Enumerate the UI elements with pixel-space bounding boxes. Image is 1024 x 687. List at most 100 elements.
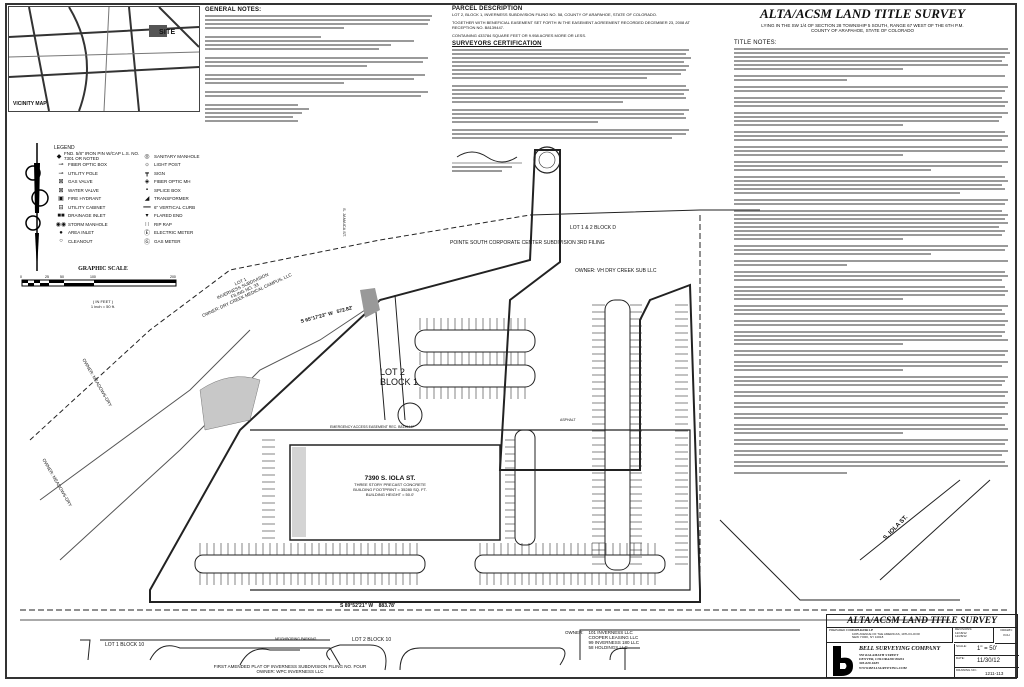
scale-tick-200: 200: [170, 275, 176, 279]
legend-item: ┳SIGN: [140, 169, 210, 178]
owners-block: OWNER: 101 INVERNESS LLC COOPER LEASING …: [565, 630, 639, 650]
legend-label: FIBER OPTIC BOX: [68, 162, 108, 168]
sheet-subtitle-2: COUNTY OF ARAPAHOE, STATE OF COLORADO: [811, 28, 914, 33]
legend-label: SANITARY MANHOLE: [154, 153, 200, 159]
vicinity-map-drawing: [9, 7, 199, 111]
date-label: DATE:: [956, 656, 965, 660]
sheet-title: ALTA/ACSM LAND TITLE SURVEY LYING IN THE…: [705, 6, 1020, 33]
legend-item: ⊸ UTILITY POLE: [54, 169, 144, 178]
utility-pole-icon: ⊸: [58, 170, 64, 177]
company-info: BELL SURVEYING COMPANY 550 KALAMATH STRE…: [859, 646, 940, 670]
emergency-easement-label: EMERGENCY ACCESS EASEMENT REC. B8139447: [330, 425, 415, 429]
legend-label: SIGN: [154, 170, 166, 176]
legend-item: ■■DRAINAGE INLET: [54, 212, 144, 221]
legend-label: UTILITY POLE: [68, 170, 98, 176]
vertical-curb-icon: ━━: [143, 204, 151, 211]
drawing-no-label: DRAWING NO.:: [956, 668, 978, 672]
drawn-label: DRAWN:: [1000, 628, 1013, 632]
parcel-line-2: TOGETHER WITH BENEFICIAL EASEMENT SET FO…: [452, 20, 690, 30]
gas-meter-icon: Ⓖ: [143, 239, 150, 246]
revisions: REVISIONS: 12/18/12 12/28/12: [954, 627, 994, 643]
block-1-label: BLOCK 1: [380, 377, 419, 387]
drawn-value: KCH: [1003, 633, 1010, 637]
sanitary-manhole-icon: ◎: [144, 153, 150, 160]
date-cell: DATE: 11/30/12: [954, 656, 1019, 668]
legend-item: ◉◉STORM MANHOLE: [54, 220, 144, 229]
fiber-optic-mh-icon: ◈: [144, 179, 150, 186]
graphic-scale-units: ( IN FEET ): [92, 299, 114, 304]
parcel-line-1: LOT 2, BLOCK 1, INVERNESS SUBDIVISION FI…: [452, 12, 658, 17]
legend-item: ⊠WATER VALVE: [54, 186, 144, 195]
owner-wpc-text: OWNER: WPC INVERNESS LLC: [256, 669, 324, 674]
area-inlet-icon: ●: [59, 229, 63, 236]
legend-left-column: ◆FND. 5/8" IRON PIN W/CAP L.S. NO. 7301 …: [54, 151, 144, 246]
vicinity-map-label: VICINITY MAP: [13, 101, 47, 107]
owner-2: COOPER LEASING LLC: [588, 635, 639, 640]
scale-tick-25: 25: [45, 275, 49, 279]
title-notes-body: [734, 48, 1016, 474]
general-notes: GENERAL NOTES:: [205, 7, 437, 124]
legend-label: FIRE HYDRANT: [68, 196, 102, 202]
gas-valve-icon: ⊠: [58, 179, 64, 186]
legend: LEGEND ◆FND. 5/8" IRON PIN W/CAP L.S. NO…: [12, 143, 202, 303]
owner-4: 58 HOLDINGS LLC: [588, 645, 628, 650]
cleanout-icon: ○: [59, 238, 63, 245]
legend-label: UTILITY CABINET: [68, 204, 106, 210]
flared-end-icon: ▾: [145, 213, 149, 220]
legend-label: AREA INLET: [68, 230, 95, 236]
fiber-optic-box-icon: ⊸: [58, 162, 64, 169]
legend-right-column: ◎SANITARY MANHOLE☼LIGHT POST┳SIGN◈FIBER …: [140, 152, 210, 246]
parcel-line-3: CONTAINING 433784 SQUARE FEET OR 9.958 A…: [452, 33, 587, 38]
sheet-title-text: ALTA/ACSM LAND TITLE SURVEY: [759, 6, 966, 21]
legend-label: FND. 5/8" IRON PIN W/CAP L.S. NO. 7301 O…: [64, 151, 140, 162]
building-desc-3: BUILDING HEIGHT = 50.0': [365, 492, 415, 497]
scale-value: 1" = 50': [977, 646, 998, 652]
legend-label: DRAINAGE INLET: [68, 213, 106, 219]
date-value: 11/30/12: [977, 658, 1000, 664]
scale-tick-0: 0: [20, 275, 22, 279]
legend-heading: LEGEND: [54, 145, 75, 151]
light-post-icon: ☼: [144, 161, 150, 168]
first-amended-plat-text: FIRST AMENDED PLAT OF INVERNESS SUBDIVIS…: [213, 664, 367, 669]
prepared-for-label: PREPARED FOR:: [829, 628, 854, 632]
neighboring-parking: NEIGHBORING PARKING: [275, 637, 317, 641]
drawn-by: DRAWN: KCH: [995, 628, 1018, 644]
splice-box-icon: ▪: [145, 187, 149, 194]
rip-rap-icon: ∷: [145, 221, 149, 228]
first-amended-plat: FIRST AMENDED PLAT OF INVERNESS SUBDIVIS…: [190, 664, 390, 674]
building-label: 7390 S. IOLA ST. THREE STORY PRECAST CON…: [300, 475, 480, 497]
legend-item: ◢TRANSFORMER: [140, 195, 210, 204]
surveyor-seal: [452, 146, 561, 174]
sheet-subtitle-1: LYING IN THE SW 1/4 OF SECTION 28 TOWNSH…: [761, 23, 964, 28]
client-address-2: NEW YORK, NY 10018: [852, 635, 884, 639]
legend-label: STORM MANHOLE: [68, 221, 108, 227]
lot-2-block-1-label: LOT 2 BLOCK 1: [380, 367, 418, 387]
graphic-scale-bar: 0 25 50 100 200: [20, 275, 177, 287]
title-block: ALTA/ACSM LAND TITLE SURVEY PREPARED FOR…: [826, 614, 1019, 678]
water-valve-icon: ⊠: [58, 187, 64, 194]
graphic-scale-ratio: 1 inch = 50 ft.: [90, 304, 116, 309]
legend-label: ELECTRIC METER: [154, 230, 194, 236]
bell-surveying-logo: [833, 646, 853, 676]
revision-2: 12/28/12: [955, 634, 967, 638]
company-web: WWW.BELLSURVEYING.COM: [859, 665, 907, 670]
legend-item: ⊟ UTILITY CABINET: [54, 203, 144, 212]
prepared-for: PREPARED FOR: CAPLEASE LP 1065 AVENUE OF…: [827, 628, 953, 643]
legend-label: GAS VALVE: [68, 179, 93, 185]
graphic-scale: GRAPHIC SCALE 0 25 50 100 200 ( IN FEET …: [18, 266, 188, 309]
title-notes-heading: TITLE NOTES:: [734, 40, 777, 46]
property-boundary: [149, 149, 701, 603]
owners-label: OWNER:: [565, 630, 584, 635]
legend-item: ◆FND. 5/8" IRON PIN W/CAP L.S. NO. 7301 …: [54, 151, 144, 162]
company-name: BELL SURVEYING COMPANY: [859, 646, 941, 652]
utility-cabinet-icon: ⊟: [58, 204, 64, 211]
general-notes-heading: GENERAL NOTES:: [205, 7, 262, 13]
surveyors-certification-heading: SURVEYORS CERTIFICATION: [452, 41, 542, 47]
storm-manhole-icon: ◉◉: [55, 221, 67, 228]
revision-1: 12/18/12: [955, 630, 967, 635]
company-address-2: DENVER, COLORADO 80204: [859, 657, 905, 662]
owner-vh-label: OWNER: VH DRY CREEK SUB LLC: [575, 268, 657, 274]
pointe-south-label: POINTE SOUTH CORPORATE CENTER SUBDIVISIO…: [450, 240, 605, 246]
scale-tick-50: 50: [60, 275, 64, 279]
